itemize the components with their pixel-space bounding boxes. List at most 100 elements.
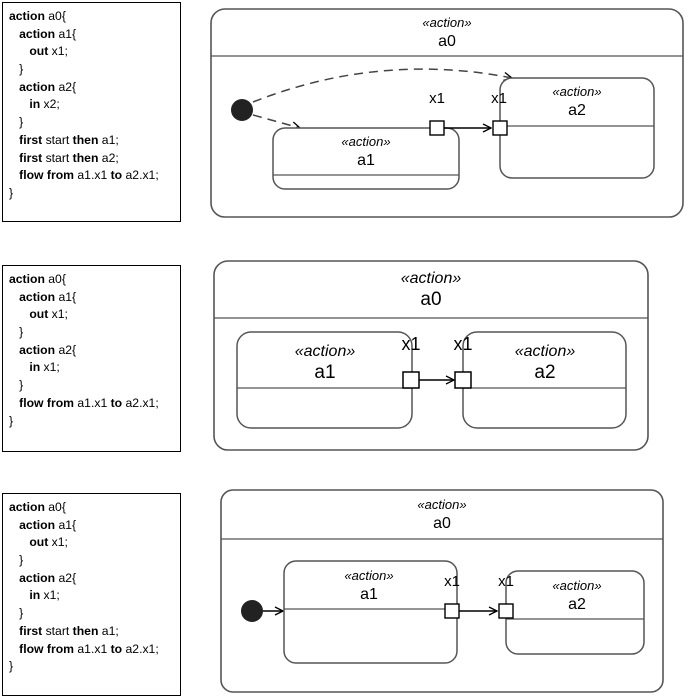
code-keyword: action [9, 9, 45, 23]
code-keyword: action [9, 26, 56, 41]
code-line: in x1; [9, 359, 174, 377]
code-keyword: from [46, 395, 75, 410]
code-line: in x2; [9, 96, 174, 114]
start-flow-to-a2 [252, 68, 512, 103]
pin-out-label: x1 [444, 573, 460, 590]
code-line: } [9, 61, 174, 79]
pin-out-x1 [429, 120, 445, 136]
pin-out-label: x1 [401, 334, 420, 354]
code-line: } [9, 413, 174, 431]
code-text: a0{ [44, 272, 66, 286]
code-text: a1{ [55, 289, 77, 304]
code-line: action a2{ [9, 570, 174, 588]
code-text: a2{ [55, 570, 77, 585]
pin-in-x1 [492, 120, 508, 136]
code-line: out x1; [9, 306, 174, 324]
initial-node [231, 99, 253, 121]
pin-in-x1 [498, 603, 514, 619]
a1-stereotype: «action» [344, 568, 393, 583]
code-text: start [42, 132, 73, 147]
outer-name: a0 [438, 33, 456, 50]
code-line: first start then a1; [9, 623, 174, 641]
diagram-3: «action» a0 «action» a1 «action» a2 x1 x… [220, 489, 664, 693]
code-text: } [9, 378, 24, 393]
code-line: } [9, 552, 174, 570]
code-line: action a2{ [9, 79, 174, 97]
pin-in-label: x1 [453, 334, 472, 354]
outer-stereotype: «action» [417, 497, 466, 512]
pin-out-x1 [444, 603, 460, 619]
code-keyword: to [110, 395, 123, 410]
code-keyword: first [9, 623, 43, 638]
code-keyword: to [110, 641, 123, 656]
code-text: } [9, 115, 24, 130]
code-keyword: out [9, 535, 49, 550]
code-keyword: first [9, 150, 43, 165]
code-line: in x1; [9, 587, 174, 605]
code-keyword: first [9, 132, 43, 147]
code-keyword: action [9, 79, 56, 94]
code-text: a2; [98, 150, 119, 165]
a2-name: a2 [568, 102, 586, 119]
pin-in-label: x1 [491, 90, 507, 107]
code-box-3: action a0{ action a1{ out x1; } action a… [2, 493, 181, 696]
diagram-2: «action» a0 «action» a1 «action» a2 x1 x… [213, 260, 649, 451]
a2-stereotype: «action» [552, 84, 601, 99]
code-text: x1; [48, 535, 68, 550]
pin-in-x1 [454, 371, 472, 389]
code-text: } [9, 553, 24, 568]
code-text: a1.x1 [74, 395, 111, 410]
a1-name: a1 [360, 586, 378, 603]
code-text: a0{ [44, 500, 66, 514]
code-line: } [9, 377, 174, 395]
code-text: a2.x1; [122, 395, 159, 410]
code-text: a1; [98, 623, 119, 638]
code-text: x2; [40, 97, 60, 112]
code-text: a2.x1; [122, 641, 159, 656]
a2-stereotype: «action» [515, 343, 576, 360]
code-text: a2.x1; [122, 168, 159, 183]
code-text: x1; [48, 44, 68, 59]
code-line: flow from a1.x1 to a2.x1; [9, 641, 174, 659]
code-line: action a0{ [9, 8, 174, 26]
code-line: first start then a2; [9, 150, 174, 168]
a2-stereotype: «action» [552, 578, 601, 593]
code-text: } [9, 185, 14, 200]
start-flow-to-a1 [252, 114, 300, 128]
code-line: out x1; [9, 43, 174, 61]
a1-stereotype: «action» [341, 134, 390, 149]
code-line: action a2{ [9, 342, 174, 360]
code-keyword: flow [9, 168, 44, 183]
code-text: x1; [40, 588, 60, 603]
code-line: flow from a1.x1 to a2.x1; [9, 167, 174, 185]
code-keyword: from [46, 168, 75, 183]
code-box-2: action a0{ action a1{ out x1; } action a… [2, 265, 181, 452]
code-keyword: then [72, 150, 99, 165]
code-line: } [9, 324, 174, 342]
code-text: x1; [40, 360, 60, 375]
code-keyword: to [110, 168, 123, 183]
a1-name: a1 [357, 152, 375, 169]
code-keyword: in [9, 97, 41, 112]
code-line: action a0{ [9, 499, 174, 517]
outer-name: a0 [420, 289, 441, 310]
code-text: } [9, 62, 24, 77]
code-text: x1; [48, 307, 68, 322]
code-keyword: action [9, 272, 45, 286]
code-line: action a1{ [9, 517, 174, 535]
code-keyword: action [9, 517, 56, 532]
code-keyword: in [9, 360, 41, 375]
code-keyword: from [46, 641, 75, 656]
code-line: flow from a1.x1 to a2.x1; [9, 395, 174, 413]
code-keyword: action [9, 289, 56, 304]
diagram-1: «action» a0 «action» a1 «action» a2 x1 x… [210, 8, 684, 218]
code-text: a1{ [55, 26, 77, 41]
code-line: out x1; [9, 534, 174, 552]
code-line: action a1{ [9, 26, 174, 44]
code-keyword: in [9, 588, 41, 603]
code-text: a1; [98, 132, 119, 147]
code-line: } [9, 114, 174, 132]
code-text: a1{ [55, 517, 77, 532]
code-text: a1.x1 [74, 168, 111, 183]
pin-out-x1 [402, 371, 420, 389]
